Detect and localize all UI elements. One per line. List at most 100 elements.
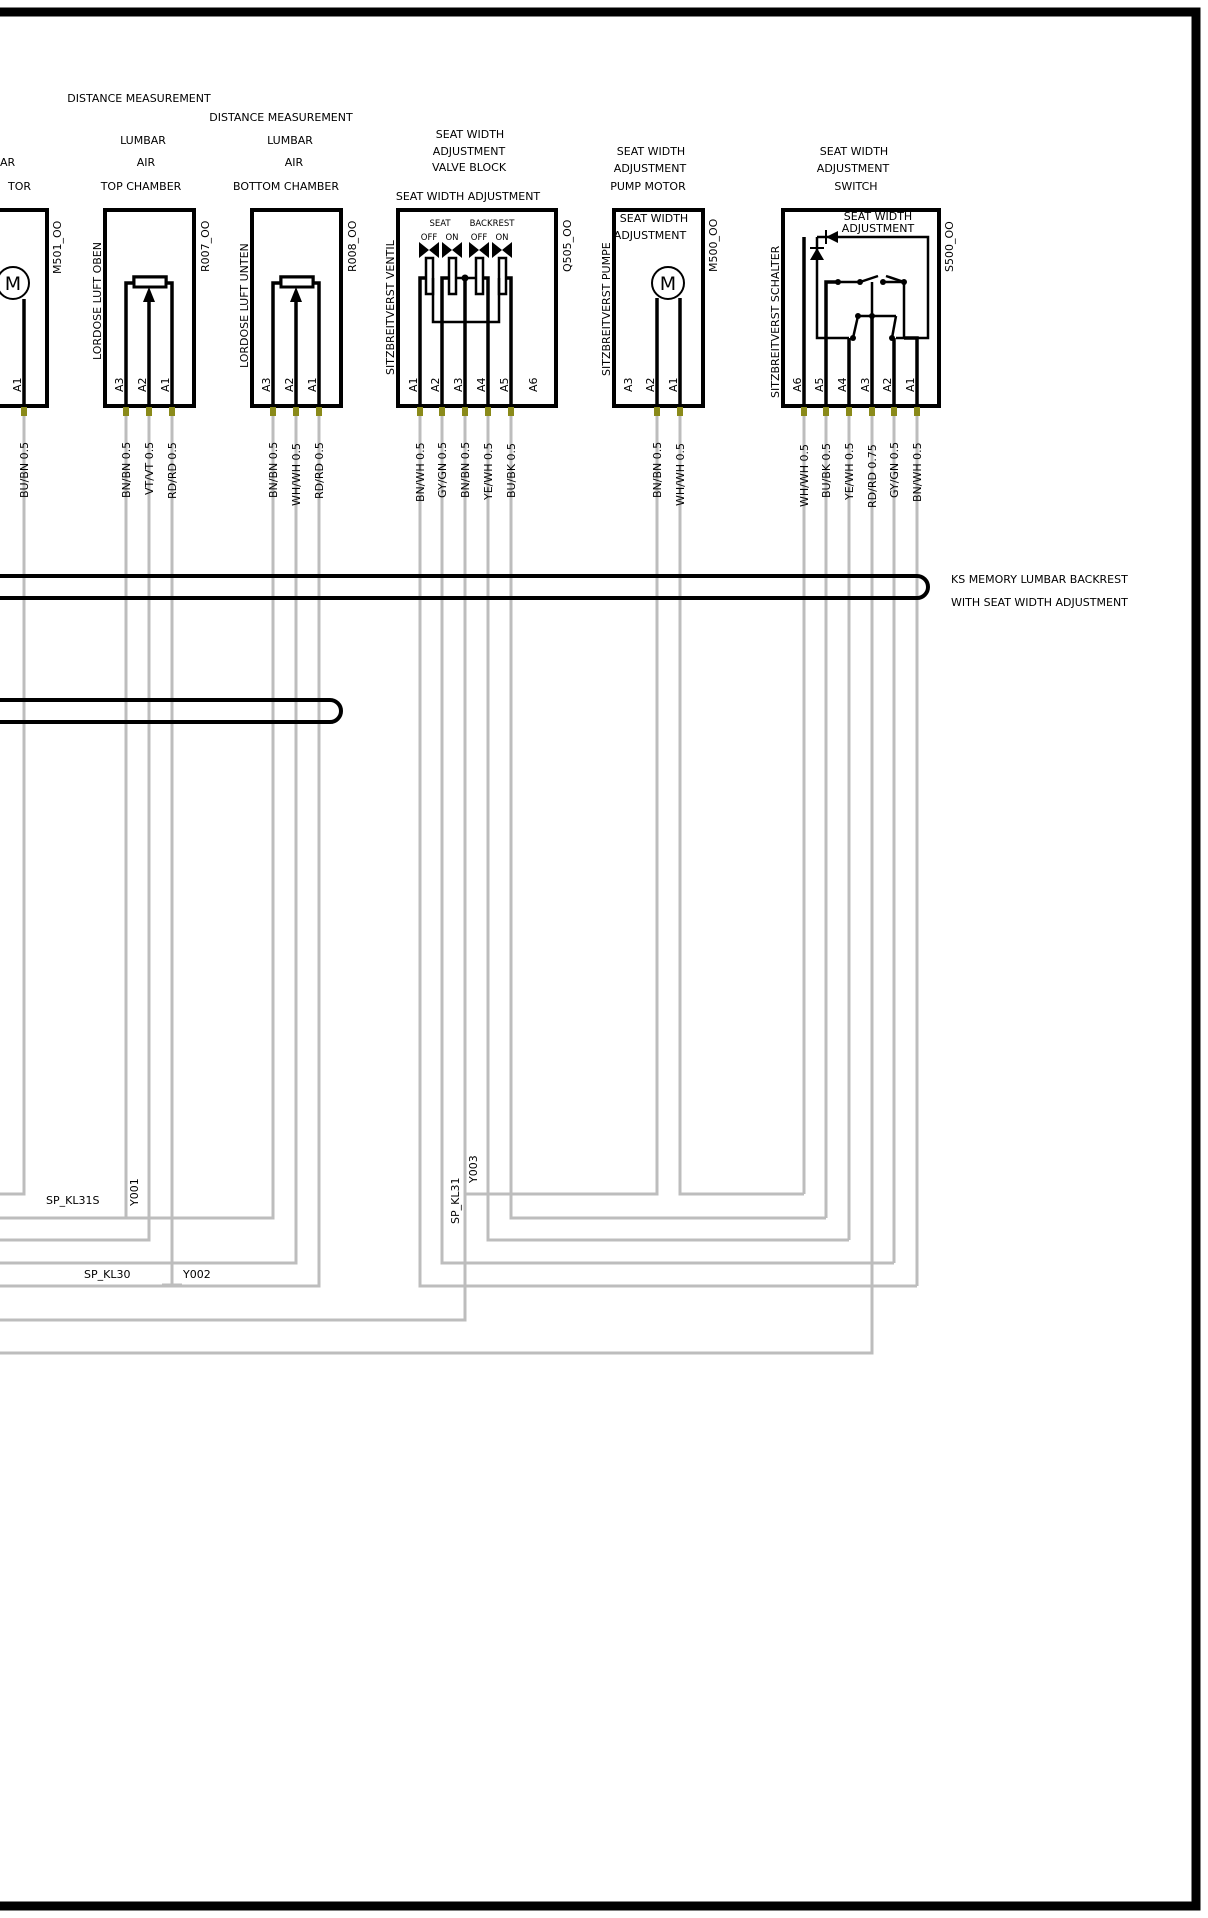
m500-motor-symbol: M	[660, 273, 676, 295]
header-r007-1: DISTANCE MEASUREMENT	[67, 92, 211, 105]
splice-y003: Y003	[467, 1155, 480, 1184]
header-r008-4: BOTTOM CHAMBER	[233, 180, 339, 193]
m500-wire-a2: BN/BN 0.5	[651, 442, 664, 498]
component-r007: LORDOSE LUFT OBEN A3 A2 A1 R007_OO BN/BN…	[91, 208, 212, 499]
header-m501-2: TOR	[7, 180, 31, 193]
r007-name: LORDOSE LUFT OBEN	[91, 242, 104, 360]
header-r007-2: LUMBAR	[120, 134, 166, 147]
r008-wire-a3: BN/BN 0.5	[267, 442, 280, 498]
splice-y001: Y001	[128, 1178, 141, 1207]
q505-name: SITZBREITVERST VENTIL	[384, 239, 397, 375]
r007-wire-a3: BN/BN 0.5	[120, 442, 133, 498]
component-m500: SEAT WIDTH ADJUSTMENT M SITZBREITVERST P…	[600, 208, 720, 506]
r008-pin-a2: A2	[283, 377, 296, 392]
q505-wire-a1: BN/WH 0.5	[414, 442, 427, 502]
header-m501-1: AR	[0, 156, 16, 169]
header-q505-1: SEAT WIDTH	[436, 128, 504, 141]
s500-pin-a1: A1	[904, 377, 917, 392]
s500-pin-a2: A2	[881, 377, 894, 392]
r008-wire-a1: RD/RD 0.5	[313, 442, 326, 499]
r008-pin-a3: A3	[260, 377, 273, 392]
m500-pin-a3: A3	[622, 377, 635, 392]
s500-wire-a6: WH/WH 0.5	[798, 444, 811, 507]
m501-motor-symbol: M	[5, 273, 21, 295]
q505-sub-back-off: OFF	[471, 233, 488, 243]
r007-pin-a2: A2	[136, 377, 149, 392]
s500-wire-a4: YE/WH 0.5	[843, 442, 856, 501]
m500-inner-2: ADJUSTMENT	[614, 229, 687, 242]
component-r008: LORDOSE LUFT UNTEN A3 A2 A1 R008_OO BN/B…	[238, 208, 359, 506]
wires	[0, 415, 919, 1355]
q505-wire-a3: BN/BN 0.5	[459, 442, 472, 498]
s500-name: SITZBREITVERST SCHALTER	[769, 245, 782, 398]
q505-id: Q505_OO	[561, 219, 574, 272]
header-q505-3: VALVE BLOCK	[432, 161, 507, 174]
splice-sp-kl30: SP_KL30	[84, 1268, 130, 1281]
r007-id: R007_OO	[199, 220, 212, 272]
q505-wire-a5: BU/BK 0.5	[505, 443, 518, 498]
headers: AR TOR DISTANCE MEASUREMENT LUMBAR AIR T…	[0, 92, 889, 203]
harness-loop-upper	[0, 574, 930, 600]
header-m500-1: SEAT WIDTH	[617, 145, 685, 158]
r008-wire-a2: WH/WH 0.5	[290, 443, 303, 506]
header-s500-3: SWITCH	[834, 180, 877, 193]
s500-wire-a2: GY/GN 0.5	[888, 442, 901, 498]
q505-sub-seat-off: OFF	[421, 233, 438, 243]
q505-pin-a3: A3	[452, 377, 465, 392]
s500-inner-1: SEAT WIDTH	[844, 210, 912, 223]
r008-id: R008_OO	[346, 220, 359, 272]
q505-pin-a1: A1	[407, 377, 420, 392]
r007-pin-a3: A3	[113, 377, 126, 392]
r007-pin-a1: A1	[159, 377, 172, 392]
component-m501: M A1 M501_OO BU/BN 0.5	[0, 208, 64, 498]
m500-inner-1: SEAT WIDTH	[620, 212, 688, 225]
s500-wire-a3: RD/RD 0.75	[866, 444, 879, 508]
header-r008-2: LUMBAR	[267, 134, 313, 147]
s500-pin-a3: A3	[859, 377, 872, 392]
q505-pin-a6: A6	[527, 377, 540, 392]
m500-id: M500_OO	[707, 218, 720, 272]
s500-pin-a4: A4	[836, 377, 849, 392]
header-q505-4: SEAT WIDTH ADJUSTMENT	[396, 190, 541, 203]
component-s500: SEAT WIDTH ADJUSTMENT SITZBREITVERST SCH…	[769, 208, 956, 508]
header-m500-2: ADJUSTMENT	[614, 162, 687, 175]
r008-pin-a1: A1	[306, 377, 319, 392]
s500-pin-a5: A5	[813, 377, 826, 392]
header-s500-1: SEAT WIDTH	[820, 145, 888, 158]
header-r008-3: AIR	[285, 156, 304, 169]
q505-wire-a4: YE/WH 0.5	[482, 442, 495, 501]
harness-label-1: KS MEMORY LUMBAR BACKREST	[951, 573, 1128, 586]
m501-wire-a1: BU/BN 0.5	[18, 442, 31, 498]
harness-label-2: WITH SEAT WIDTH ADJUSTMENT	[951, 596, 1128, 609]
s500-pin-a6: A6	[791, 377, 804, 392]
splice-sp-kl31: SP_KL31	[449, 1178, 462, 1224]
s500-wire-a5: BU/BK 0.5	[820, 443, 833, 498]
splice-y002: Y002	[182, 1268, 211, 1281]
m500-name: SITZBREITVERST PUMPE	[600, 242, 613, 376]
m500-pin-a2: A2	[644, 377, 657, 392]
r008-name: LORDOSE LUFT UNTEN	[238, 243, 251, 368]
q505-pin-a2: A2	[429, 377, 442, 392]
header-s500-2: ADJUSTMENT	[817, 162, 890, 175]
header-r008-1: DISTANCE MEASUREMENT	[209, 111, 353, 124]
m501-id: M501_OO	[51, 220, 64, 274]
q505-sub-seat: SEAT	[429, 219, 451, 229]
s500-wire-a1: BN/WH 0.5	[911, 442, 924, 502]
harness-loop-lower	[0, 698, 343, 724]
s500-inner-2: ADJUSTMENT	[842, 222, 915, 235]
header-r007-4: TOP CHAMBER	[100, 180, 182, 193]
header-r007-3: AIR	[137, 156, 156, 169]
r007-wire-a2: VT/VT 0.5	[143, 442, 156, 495]
q505-pin-a5: A5	[498, 377, 511, 392]
q505-wire-a2: GY/GN 0.5	[436, 442, 449, 498]
q505-pin-a4: A4	[475, 377, 488, 392]
m501-pin-a1: A1	[11, 377, 24, 392]
valve-symbols	[419, 242, 512, 296]
r007-wire-a1: RD/RD 0.5	[166, 442, 179, 499]
m500-pin-a1: A1	[667, 377, 680, 392]
splice-sp-kl31s: SP_KL31S	[46, 1194, 99, 1207]
component-q505: SEAT BACKREST OFF ON OFF ON SITZBREITVER…	[384, 208, 574, 502]
page-frame	[0, 7, 1201, 1911]
m500-wire-a1: WH/WH 0.5	[674, 443, 687, 506]
